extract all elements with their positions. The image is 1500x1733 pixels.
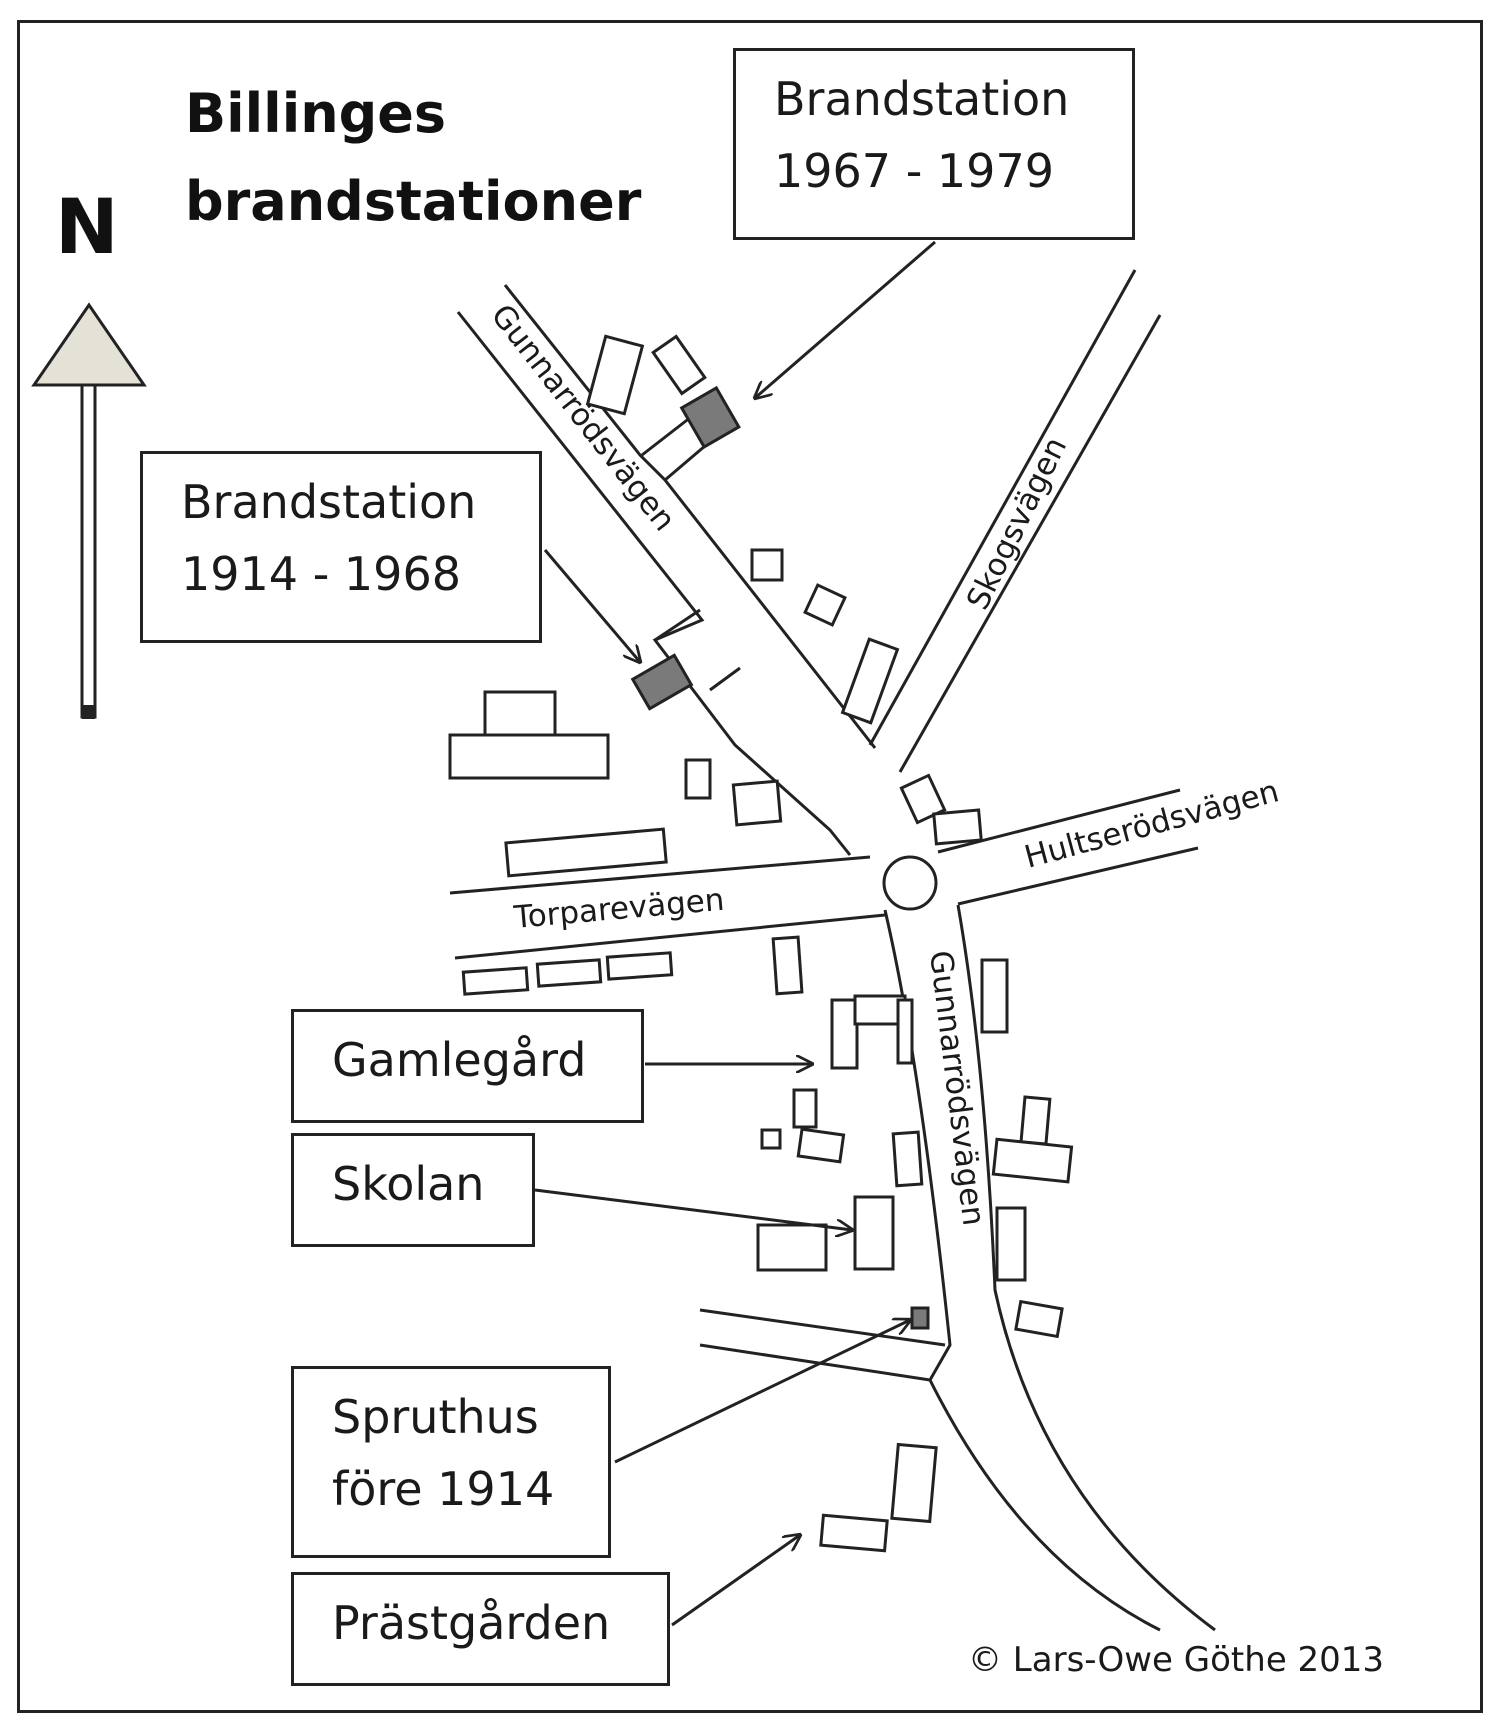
label-spruthus: Spruthus före 1914 xyxy=(291,1366,611,1558)
building xyxy=(1014,1299,1064,1339)
north-arrow-tail xyxy=(82,705,95,719)
building xyxy=(896,998,914,1065)
north-label: N xyxy=(55,182,119,271)
label-skolan: Skolan xyxy=(291,1133,535,1247)
label-station-1967-line-2: 1967 - 1979 xyxy=(774,144,1054,198)
building xyxy=(980,958,1009,1034)
building xyxy=(750,548,784,582)
map-title-line-2: brandstationer xyxy=(185,170,642,233)
label-prastgarden-text: Prästgården xyxy=(332,1596,611,1650)
building xyxy=(796,1127,846,1164)
pointer-arrows xyxy=(534,240,936,1627)
road-torpare-north xyxy=(449,855,871,895)
station-1914-building xyxy=(630,653,694,711)
building xyxy=(891,1130,924,1188)
roundabout xyxy=(882,855,938,911)
building xyxy=(995,1206,1027,1282)
map-title: Billinges brandstationer xyxy=(185,70,641,246)
building xyxy=(585,334,645,416)
building xyxy=(605,951,674,981)
building xyxy=(899,773,947,825)
label-station-1914-line-1: Brandstation xyxy=(181,475,477,529)
buildings xyxy=(448,334,1074,1553)
north-arrow xyxy=(31,302,147,719)
building xyxy=(840,637,900,725)
label-gamlegard-text: Gamlegård xyxy=(332,1033,587,1087)
building xyxy=(448,733,610,780)
building xyxy=(760,1128,782,1150)
building xyxy=(651,334,707,396)
station-1967-building xyxy=(679,385,741,449)
building xyxy=(932,808,983,846)
label-gamlegard: Gamlegård xyxy=(291,1009,644,1123)
road-skogsvagen-west xyxy=(868,269,1137,746)
label-station-1967: Brandstation 1967 - 1979 xyxy=(733,48,1135,240)
map-frame xyxy=(17,20,1483,1713)
road-side-upper xyxy=(699,1308,946,1347)
map-title-line-1: Billinges xyxy=(185,82,447,145)
label-prastgarden: Prästgården xyxy=(291,1572,670,1686)
building xyxy=(461,966,530,996)
road-spur-1914 xyxy=(654,608,741,692)
building xyxy=(830,998,859,1070)
building xyxy=(504,827,668,878)
road-side-lower xyxy=(699,1343,931,1382)
road-hultserod-south xyxy=(957,846,1199,906)
road-torpare-south xyxy=(454,913,886,960)
building xyxy=(803,583,847,627)
label-spruthus-line-1: Spruthus xyxy=(332,1390,539,1444)
copyright-notice: © Lars-Owe Göthe 2013 xyxy=(968,1640,1385,1680)
building xyxy=(684,758,712,800)
label-station-1914: Brandstation 1914 - 1968 xyxy=(140,451,542,643)
building xyxy=(890,1442,938,1524)
arrow-skolan xyxy=(534,1188,852,1230)
label-station-1967-line-1: Brandstation xyxy=(774,72,1070,126)
road-gunnarrod-north-west-edge xyxy=(456,311,852,856)
road-gunnarrod-north-east-edge xyxy=(503,284,877,749)
building xyxy=(853,1195,895,1271)
arrow-prastgarden xyxy=(671,1535,800,1627)
building xyxy=(535,958,603,988)
label-spruthus-line-2: före 1914 xyxy=(332,1462,555,1516)
building xyxy=(991,1137,1074,1184)
label-skolan-text: Skolan xyxy=(332,1157,485,1211)
arrow-spruthus xyxy=(614,1320,910,1464)
building xyxy=(792,1088,818,1129)
arrow-station-1914 xyxy=(543,549,640,662)
label-station-1914-line-2: 1914 - 1968 xyxy=(181,547,461,601)
building xyxy=(756,1223,828,1272)
building xyxy=(819,1513,889,1553)
arrow-station-1967 xyxy=(755,240,936,398)
road-gunnarrod-south-east-edge xyxy=(956,904,1216,1632)
building xyxy=(771,935,804,996)
road-skogsvagen-east xyxy=(898,314,1162,773)
building xyxy=(731,779,783,827)
